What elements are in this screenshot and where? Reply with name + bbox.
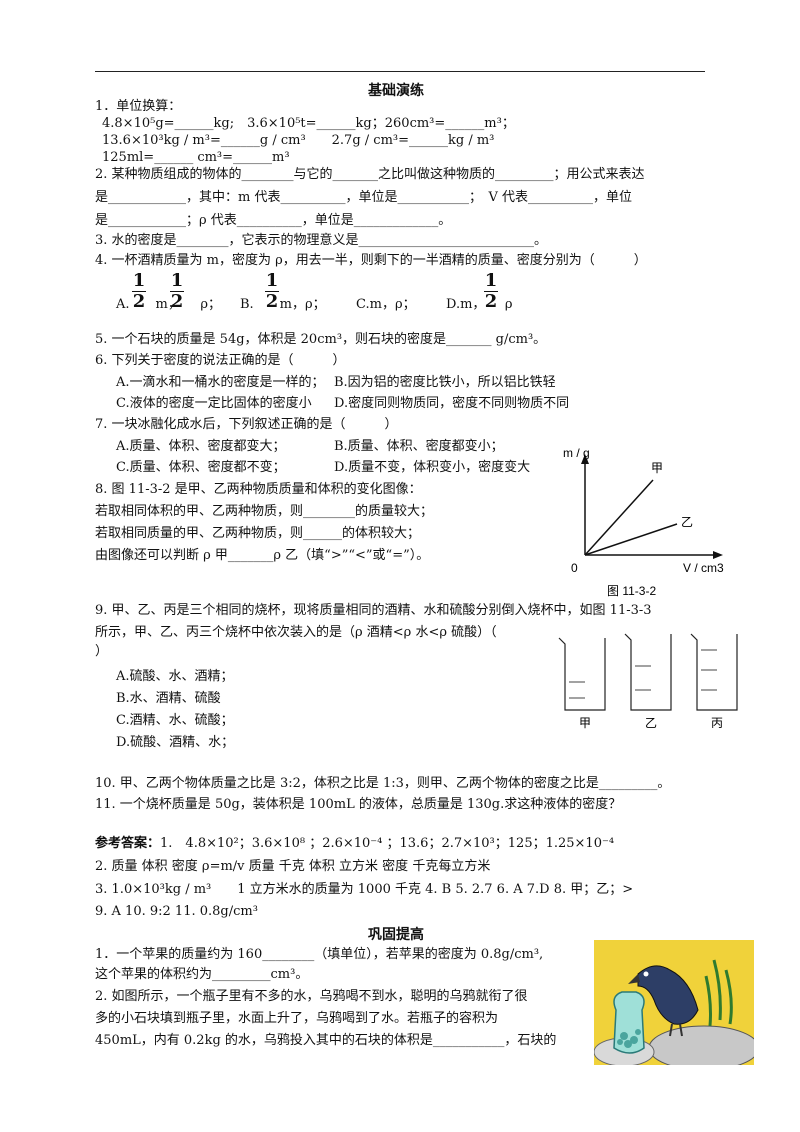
q4-option-b: B. m，ρ； [240,297,326,312]
q8-line3: 若取相同质量的甲、乙两种物质，则______的体积较大； [95,526,421,541]
q9-option-b: B.水、酒精、硫酸 [116,691,221,706]
q9-option-d: D.硫酸、酒精、水； [116,735,235,750]
q1-line2: 13.6×10³kg / m³=______g / cm³ 2.7g / cm³… [102,133,495,148]
crow-bottle-illustration [594,940,754,1065]
q9-line2: 所示，甲、乙、丙三个烧杯中依次装入的是（ρ 酒精<ρ 水<ρ 硫酸）（ [95,625,497,640]
q6-option-b: B.因为铝的密度比铁小，所以铝比铁轻 [334,375,556,390]
q4-option-d: D.m， ρ [446,297,513,312]
beaker-bing [690,633,738,711]
x-axis-arrow [713,551,723,559]
q1-line3: 125ml=______ cm³=______m³ [102,150,290,165]
s2-q2-line2: 多的小石块填到瓶子里，水面上升了，乌鸦喝到了水。若瓶子的容积为 [95,1011,499,1026]
q4-option-a: A. m， ρ； [116,297,221,312]
q9-line1: 9. 甲、乙、丙是三个相同的烧杯，现将质量相同的酒精、水和硫酸分别倒入烧杯中，如… [95,603,652,618]
s2-q2-line3: 450mL，内有 0.2kg 的水，乌鸦投入其中的石块的体积是_________… [95,1033,557,1048]
q6-stem: 6. 下列关于密度的说法正确的是（ ） [95,353,346,368]
q10: 10. 甲、乙两个物体质量之比是 3:2，体积之比是 1:3，则甲、乙两个物体的… [95,776,671,791]
q9-option-a: A.硫酸、水、酒精； [116,669,234,684]
q7-option-a: A.质量、体积、密度都变大； [116,439,286,454]
line-jia [584,479,654,556]
y-axis-arrow [581,454,589,464]
line-yi-label: 乙 [681,515,693,529]
line-jia-label: 甲 [651,461,663,475]
q4-stem: 4. 一杯酒精质量为 m，密度为 ρ，用去一半，则剩下的一半酒精的质量、密度分别… [95,253,647,268]
answers-line4: 9. A 10. 9:2 11. 0.8g/cm³ [95,904,258,919]
s2-q1-line2: 这个苹果的体积约为_________cm³。 [95,967,309,982]
q6-option-a: A.一滴水和一桶水的密度是一样的； [116,375,325,390]
q3: 3. 水的密度是________，它表示的物理意义是______________… [95,233,548,248]
q7-option-b: B.质量、体积、密度都变小； [334,439,504,454]
q8-line1: 8. 图 11-3-2 是甲、乙两种物质质量和体积的变化图像： [95,482,422,497]
q6-option-d: D.密度同则物质同，密度不同则物质不同 [334,396,570,411]
section-title-basics: 基础演练 [368,83,424,99]
answers-text-1: 1. 4.8×10²；3.6×10⁸ ；2.6×10⁻⁴ ；13.6；2.7×1… [160,836,615,851]
mass-volume-graph: m / g V / cm3 0 甲 乙 图 11-3-2 [563,446,724,598]
s2-q1-line1: 1．一个苹果的质量约为 160________（填单位），若苹果的密度为 0.8… [95,947,544,962]
q6-option-c: C.液体的密度一定比固体的密度小 [116,396,312,411]
q7-stem: 7. 一块冰融化成水后，下列叙述正确的是（ ） [95,417,398,432]
beaker-jia [558,637,606,711]
q2-line3: 是____________；ρ 代表__________，单位是________… [95,213,452,228]
q9-option-c: C.酒精、水、硫酸； [116,713,234,728]
answers-line2: 2. 质量 体积 密度 ρ=m/v 质量 千克 体积 立方米 密度 千克每立方米 [95,859,491,874]
q7-option-d: D.质量不变，体积变小，密度变大 [334,460,531,475]
top-rule [95,71,705,72]
q2-line1: 2. 某种物质组成的物体的________与它的_______之比叫做这种物质的… [95,167,645,182]
q1-stem: 1．单位换算： [95,99,182,114]
beaker-label-jia: 甲 [579,716,591,730]
q11: 11. 一个烧杯质量是 50g，装体积是 100mL 的液体，总质量是 130g… [95,797,622,812]
answers-label: 参考答案： [95,836,161,851]
beaker-label-yi: 乙 [645,716,657,730]
section-title-consolidate: 巩固提高 [368,927,424,943]
q9-line3: ） [95,644,109,659]
beakers-figure: 甲 乙 丙 [558,633,738,730]
beaker-label-bing: 丙 [711,716,723,730]
q8-line4: 由图像还可以判断 ρ 甲_______ρ 乙（填“>”“<”或“=”）。 [95,548,430,563]
answers-line1: 参考答案：1. 4.8×10²；3.6×10⁸ ；2.6×10⁻⁴ ；13.6；… [95,835,614,853]
answers-line3: 3. 1.0×10³kg / m³ 1 立方米水的质量为 1000 千克 4. … [95,882,634,897]
y-axis-label: m / g [563,446,590,460]
line-yi [584,523,678,556]
s2-q2-line1: 2. 如图所示，一个瓶子里有不多的水，乌鸦喝不到水，聪明的乌鸦就衔了很 [95,989,528,1004]
origin-label: 0 [571,561,578,575]
beaker-yi [624,633,672,711]
q4-option-c: C.m，ρ； [356,297,416,312]
q8-line2: 若取相同体积的甲、乙两种物质，则________的质量较大； [95,504,434,519]
q1-line1: 4.8×10⁵g=______kg; 3.6×10⁵t=______kg；260… [102,116,515,131]
x-axis-label: V / cm3 [683,561,724,575]
q2-line2: 是____________，其中：m 代表__________，单位是_____… [95,190,632,205]
q7-option-c: C.质量、体积、密度都不变； [116,460,286,475]
graph-caption: 图 11-3-2 [607,584,656,598]
q5: 5. 一个石块的质量是 54g，体积是 20cm³，则石块的密度是_______… [95,332,547,347]
